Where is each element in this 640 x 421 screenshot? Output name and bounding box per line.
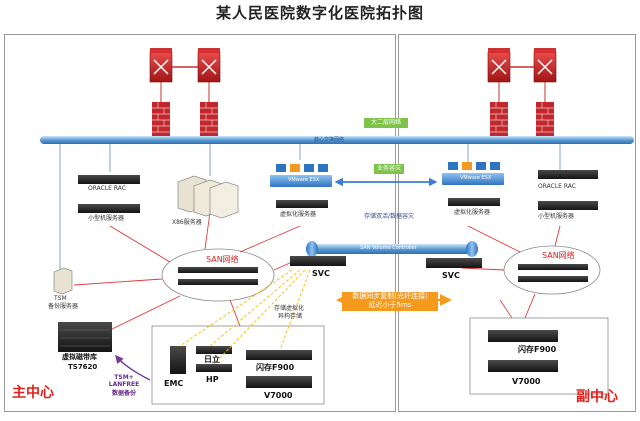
vtl-label-1: 虚拟磁带库 [62,353,97,361]
vtl-label-2: TS7620 [68,363,98,371]
firewall-icon [200,102,218,136]
backbone-pipe [40,136,634,144]
page-title: 某人民医院数字化医院拓扑图 [215,4,424,22]
svc-pipe [312,244,472,254]
vmware-right: VMware ESX [460,175,492,181]
oracle-rac-left: ORACLE RAC [88,185,126,192]
storage-virt-label-1: 存储虚拟化 [274,305,305,312]
x86-server-icon [177,175,239,219]
sync-label-line-2: 延迟小于5ms [368,301,412,309]
svc-left-label: SVC [312,269,330,278]
firewall-icon [490,102,508,136]
firewall-icon [152,102,170,136]
svc-right-label: SVC [442,271,460,280]
business-dr-label: 业务容灾 [374,164,404,174]
vmware-left: VMware ESX [288,177,320,183]
emc-label: EMC [164,379,184,388]
tsm-backup-line-1: TSM+ [114,374,134,381]
virt-server-right: 虚拟化服务器 [454,209,491,216]
l2-network-label: 大二层网络 [364,118,408,128]
main-center-label: 主中心 [12,385,54,401]
sync-label-line-1: 数据同步复制(光纤连接) [352,292,428,300]
storage-virt-label-2: 异构存储 [278,313,303,320]
vmware-icon [270,164,332,187]
virt-server-left: 虚拟化服务器 [280,211,317,218]
san-net-right-label: SAN网络 [542,251,575,260]
sub-center-label: 副中心 [576,389,618,405]
minicomputer-right: 小型机服务器 [538,213,575,220]
core-switch-icon [197,48,221,83]
flash-right-label: 闪存F900 [518,345,557,354]
hitachi-label: 日立 [204,355,220,364]
x86-label: X86服务器 [172,219,202,226]
tsm-label-1: TSM [54,295,67,302]
san-net-left-label: SAN网络 [206,255,239,264]
hp-label: HP [206,375,219,384]
flash-left-label: 闪存F900 [256,363,295,372]
tsm-backup-line-3: 数据备份 [111,390,136,397]
vmware-icon [442,162,504,185]
core-switch-icon [149,48,173,83]
core-switch-icon [533,48,557,83]
sync-label: 数据同步复制(光纤连接) 延迟小于5ms [342,292,438,311]
minicomputer-left: 小型机服务器 [88,215,125,222]
san-network-left [161,248,275,302]
tsm-server-icon [53,267,73,295]
san-vc-label: SAN Volume Controller [360,245,417,251]
tsm-label-2: 备份服务器 [48,303,79,310]
backbone-label: 核心交换网络 [314,137,345,143]
oracle-rac-right: ORACLE RAC [538,183,576,190]
core-switch-icon [487,48,511,83]
firewall-icon [536,102,554,136]
tsm-backup-line-2: LANFREE [108,381,140,388]
tsm-backup-label: TSM+ LANFREE 数据备份 [104,374,144,397]
v7000-right-label: V7000 [512,377,541,386]
v7000-left-label: V7000 [264,391,293,400]
storage-dr-label: 存储双活/数据容灾 [364,213,415,220]
